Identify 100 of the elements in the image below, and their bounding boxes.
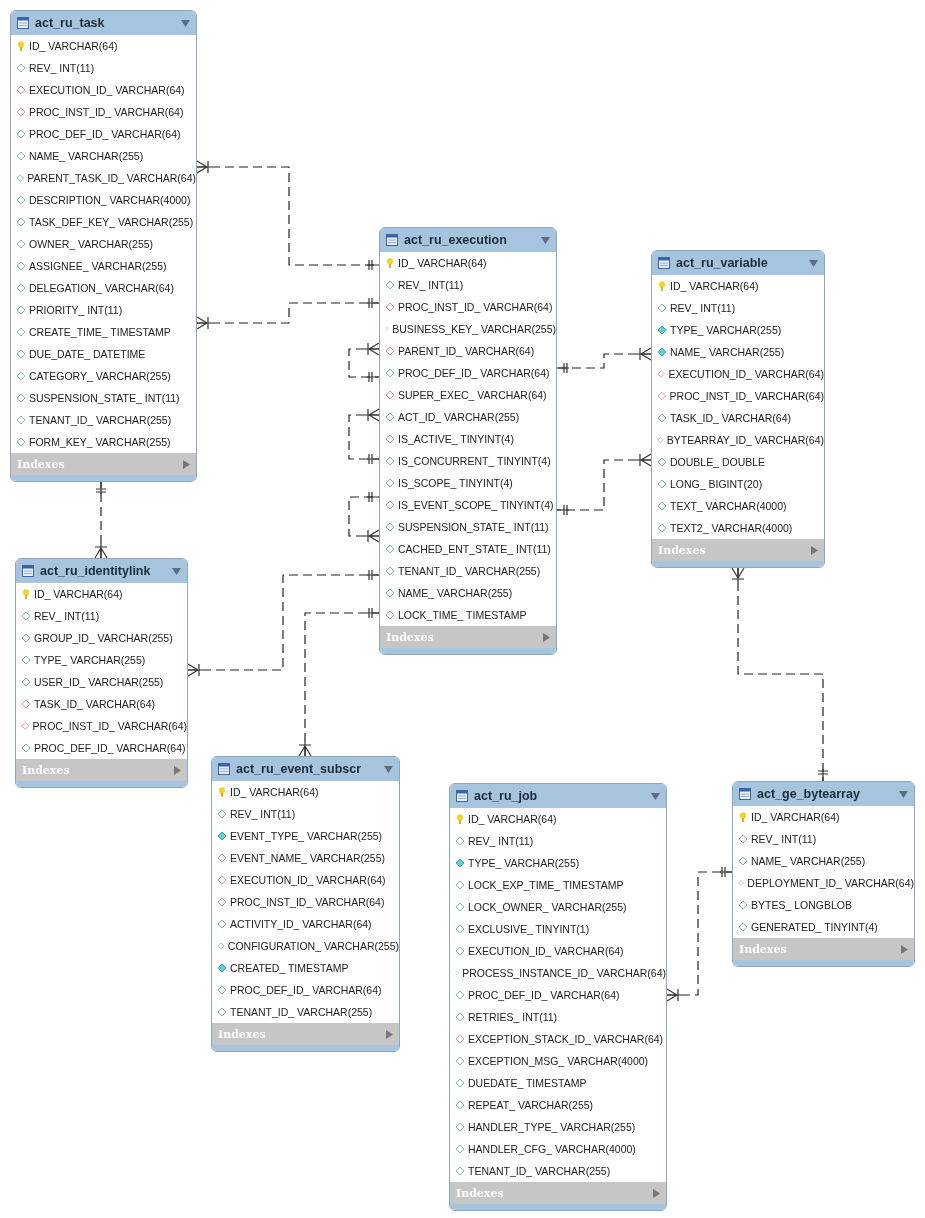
relationship-line	[731, 567, 829, 782]
column-name: REPEAT_ VARCHAR(255)	[468, 1099, 594, 1111]
column-name: REV_ INT(11)	[398, 279, 464, 291]
column-name: LOCK_TIME_ TIMESTAMP	[398, 609, 527, 621]
column-name: ACTIVITY_ID_ VARCHAR(64)	[230, 918, 372, 930]
entity-table	[10, 10, 197, 482]
column-name: GENERATED_ TINYINT(4)	[751, 921, 878, 933]
column-name: HANDLER_CFG_ VARCHAR(4000)	[468, 1143, 636, 1155]
column-name: TEXT_ VARCHAR(4000)	[670, 500, 787, 512]
column-name: REV_ INT(11)	[29, 62, 95, 74]
relationship-line	[348, 342, 380, 383]
column-name: SUSPENSION_STATE_ INT(11)	[29, 392, 180, 404]
entity-table	[211, 756, 400, 1052]
column-name: TASK_DEF_KEY_ VARCHAR(255)	[29, 216, 194, 228]
indexes-label: Indexes	[456, 1186, 504, 1200]
table-name: act_ru_identitylink	[40, 564, 152, 578]
column-name: TENANT_ID_ VARCHAR(255)	[230, 1006, 373, 1018]
column-name: REV_ INT(11)	[670, 302, 736, 314]
relationship-line	[556, 453, 652, 516]
column-name: DOUBLE_ DOUBLE	[670, 456, 766, 468]
column-name: FORM_KEY_ VARCHAR(255)	[29, 436, 171, 448]
relationship-line	[187, 569, 380, 677]
column-name: NAME_ VARCHAR(255)	[398, 587, 513, 599]
indexes-label: Indexes	[658, 543, 706, 557]
table-name: act_ru_event_subscr	[236, 762, 363, 776]
column-name: ID_ VARCHAR(64)	[34, 588, 123, 600]
column-name: CONFIGURATION_ VARCHAR(255)	[227, 940, 399, 952]
column-name: EXCEPTION_STACK_ID_ VARCHAR(64)	[468, 1033, 664, 1045]
entity-table	[651, 250, 825, 568]
column-name: ACT_ID_ VARCHAR(255)	[398, 411, 520, 423]
column-name: EVENT_NAME_ VARCHAR(255)	[230, 852, 385, 864]
column-name: PROC_DEF_ID_ VARCHAR(64)	[230, 984, 382, 996]
column-name: NAME_ VARCHAR(255)	[670, 346, 785, 358]
column-name: ID_ VARCHAR(64)	[751, 811, 840, 823]
relationship-line	[196, 297, 380, 330]
column-name: HANDLER_TYPE_ VARCHAR(255)	[468, 1121, 636, 1133]
entity-table	[732, 781, 915, 967]
column-name: USER_ID_ VARCHAR(255)	[34, 676, 164, 688]
column-name: TENANT_ID_ VARCHAR(255)	[468, 1165, 611, 1177]
column-name: TENANT_ID_ VARCHAR(255)	[398, 565, 541, 577]
column-name: TENANT_ID_ VARCHAR(255)	[29, 414, 172, 426]
column-name: IS_EVENT_SCOPE_ TINYINT(4)	[398, 499, 554, 511]
entity-table	[449, 783, 667, 1211]
table-name: act_ru_task	[35, 16, 106, 30]
column-name: TYPE_ VARCHAR(255)	[468, 857, 580, 869]
column-name: REV_ INT(11)	[751, 833, 817, 845]
column-name: REV_ INT(11)	[34, 610, 100, 622]
column-name: LOCK_OWNER_ VARCHAR(255)	[468, 901, 627, 913]
indexes-label: Indexes	[218, 1027, 266, 1041]
indexes-label: Indexes	[17, 457, 65, 471]
column-name: SUSPENSION_STATE_ INT(11)	[398, 521, 549, 533]
column-name: NAME_ VARCHAR(255)	[29, 150, 144, 162]
column-name: ID_ VARCHAR(64)	[230, 786, 319, 798]
entity-table	[15, 558, 188, 788]
column-name: BYTES_ LONGBLOB	[751, 899, 852, 911]
column-name: CATEGORY_ VARCHAR(255)	[29, 370, 171, 382]
column-name: REV_ INT(11)	[230, 808, 296, 820]
column-name: NAME_ VARCHAR(255)	[751, 855, 866, 867]
column-name: PROC_INST_ID_ VARCHAR(64)	[398, 301, 553, 313]
column-name: ID_ VARCHAR(64)	[670, 280, 759, 292]
column-name: PARENT_TASK_ID_ VARCHAR(64)	[27, 172, 196, 184]
relationship-line	[666, 866, 733, 1002]
column-name: EXECUTION_ID_ VARCHAR(64)	[668, 368, 824, 380]
column-name: PROC_DEF_ID_ VARCHAR(64)	[34, 742, 186, 754]
column-name: PARENT_ID_ VARCHAR(64)	[398, 345, 535, 357]
column-name: GROUP_ID_ VARCHAR(255)	[34, 632, 173, 644]
column-name: ID_ VARCHAR(64)	[468, 813, 557, 825]
relationship-line	[348, 491, 380, 543]
column-name: PROCESS_INSTANCE_ID_ VARCHAR(64)	[462, 967, 666, 979]
entity-table	[379, 227, 557, 655]
relationship-line	[298, 607, 380, 757]
column-name: SUPER_EXEC_ VARCHAR(64)	[398, 389, 547, 401]
column-name: PROC_DEF_ID_ VARCHAR(64)	[29, 128, 181, 140]
column-name: TEXT2_ VARCHAR(4000)	[670, 522, 793, 534]
column-name: DUEDATE_ TIMESTAMP	[468, 1077, 587, 1089]
table-name: act_ru_job	[474, 789, 539, 803]
column-name: ID_ VARCHAR(64)	[398, 257, 487, 269]
indexes-label: Indexes	[739, 942, 787, 956]
column-name: DUE_DATE_ DATETIME	[29, 348, 146, 360]
indexes-label: Indexes	[22, 763, 70, 777]
column-name: CREATED_ TIMESTAMP	[230, 962, 349, 974]
column-name: ASSIGNEE_ VARCHAR(255)	[29, 260, 167, 272]
table-name: act_ru_variable	[676, 256, 769, 270]
column-name: BUSINESS_KEY_ VARCHAR(255)	[392, 323, 556, 335]
column-name: ID_ VARCHAR(64)	[29, 40, 118, 52]
column-name: DESCRIPTION_ VARCHAR(4000)	[29, 194, 191, 206]
column-name: EXECUTION_ID_ VARCHAR(64)	[230, 874, 386, 886]
column-name: LOCK_EXP_TIME_ TIMESTAMP	[468, 879, 624, 891]
column-name: PROC_DEF_ID_ VARCHAR(64)	[468, 989, 620, 1001]
relationship-line	[348, 408, 380, 465]
column-name: IS_SCOPE_ TINYINT(4)	[398, 477, 513, 489]
indexes-label: Indexes	[386, 630, 434, 644]
column-name: PROC_INST_ID_ VARCHAR(64)	[669, 390, 824, 402]
column-name: CREATE_TIME_ TIMESTAMP	[29, 326, 171, 338]
column-name: EXECUTION_ID_ VARCHAR(64)	[468, 945, 624, 957]
column-name: TASK_ID_ VARCHAR(64)	[34, 698, 155, 710]
column-name: TYPE_ VARCHAR(255)	[34, 654, 146, 666]
column-name: PROC_INST_ID_ VARCHAR(64)	[29, 106, 184, 118]
table-name: act_ge_bytearray	[757, 787, 861, 801]
relationship-line	[196, 160, 380, 271]
